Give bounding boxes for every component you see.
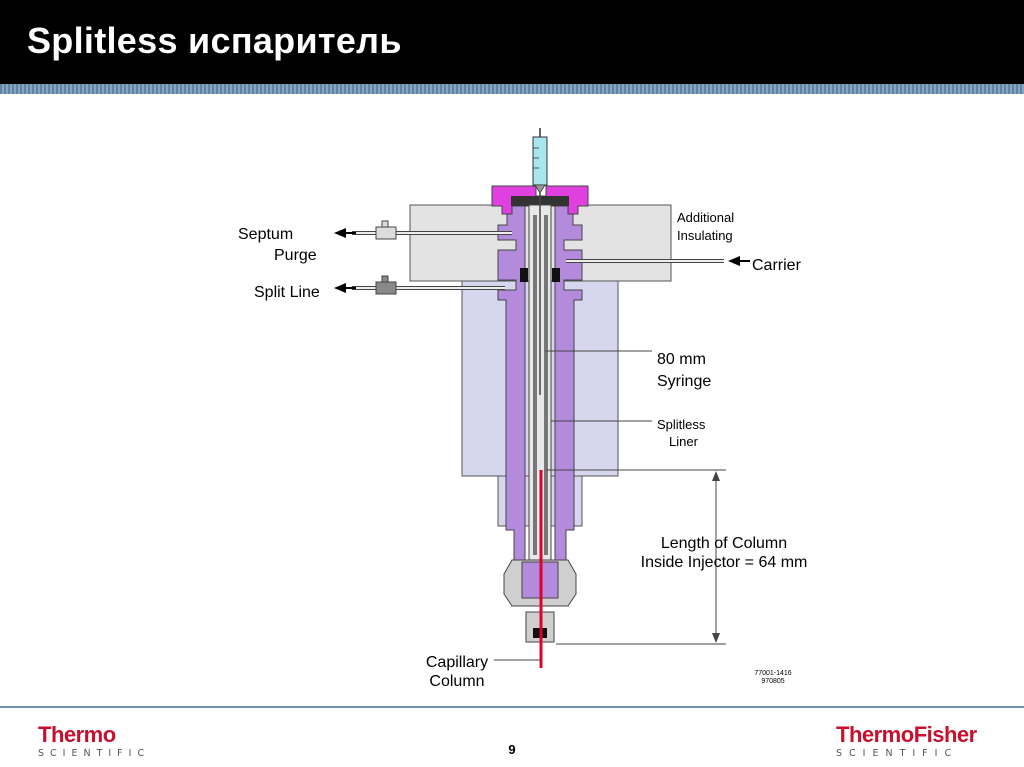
label-septum-purge-1: Septum (238, 226, 293, 243)
injector-diagram: Septum Purge Split Line Additional Insul… (238, 128, 808, 690)
thermo-fisher-logo: ThermoFisher SCIENTIFIC (836, 724, 977, 760)
split-line-arrow (334, 283, 346, 293)
label-split-line: Split Line (254, 284, 320, 301)
title-divider (0, 84, 1024, 94)
page-number: 9 (508, 742, 516, 757)
septum-purge-valve-cap (381, 220, 389, 228)
label-capillary-1: Capillary (426, 654, 488, 671)
split-line-valve-cap (381, 275, 389, 283)
septum-purge-arrow (334, 228, 346, 238)
title-bar (0, 0, 1024, 84)
logo-subtext: SCIENTIFIC (38, 748, 151, 759)
syringe-tip (534, 184, 546, 194)
liner-inner-right (544, 215, 548, 555)
label-syringe-2: Syringe (657, 373, 711, 390)
thermo-scientific-logo: Thermo SCIENTIFIC (38, 722, 151, 760)
figure-code-1: 77001-1416 (754, 670, 791, 677)
o-ring-left (520, 268, 528, 282)
injector-body-right (554, 204, 583, 561)
slide-title: Splitless испаритель (27, 20, 402, 61)
length-arrow-bottom (712, 633, 720, 643)
label-additional-1: Additional (677, 210, 734, 225)
figure-code-2: 970805 (761, 678, 784, 685)
carrier-arrow (728, 256, 740, 266)
septum-purge-valve (375, 226, 397, 240)
split-line-valve (375, 281, 397, 295)
label-length-2: Inside Injector = 64 mm (641, 554, 808, 571)
logo-wordmark-right: ThermoFisher (836, 724, 977, 746)
logo-subtext-right: SCIENTIFIC (836, 748, 959, 759)
logo-word-thermo: Thermo (836, 722, 914, 747)
liner-inner-left (533, 215, 537, 555)
label-length-1: Length of Column (661, 535, 787, 552)
logo-word-fisher: Fisher (913, 722, 978, 747)
label-additional-2: Insulating (677, 228, 733, 243)
label-septum-purge-2: Purge (274, 247, 317, 264)
label-liner-1: Splitless (657, 417, 706, 432)
o-ring-right (552, 268, 560, 282)
label-carrier: Carrier (752, 257, 802, 274)
length-arrow-top (712, 471, 720, 481)
footer-divider (0, 706, 1024, 708)
syringe-barrel (532, 136, 548, 186)
label-syringe-1: 80 mm (657, 351, 706, 368)
logo-wordmark: Thermo (38, 722, 116, 747)
label-liner-2: Liner (669, 434, 699, 449)
label-capillary-2: Column (429, 673, 484, 690)
